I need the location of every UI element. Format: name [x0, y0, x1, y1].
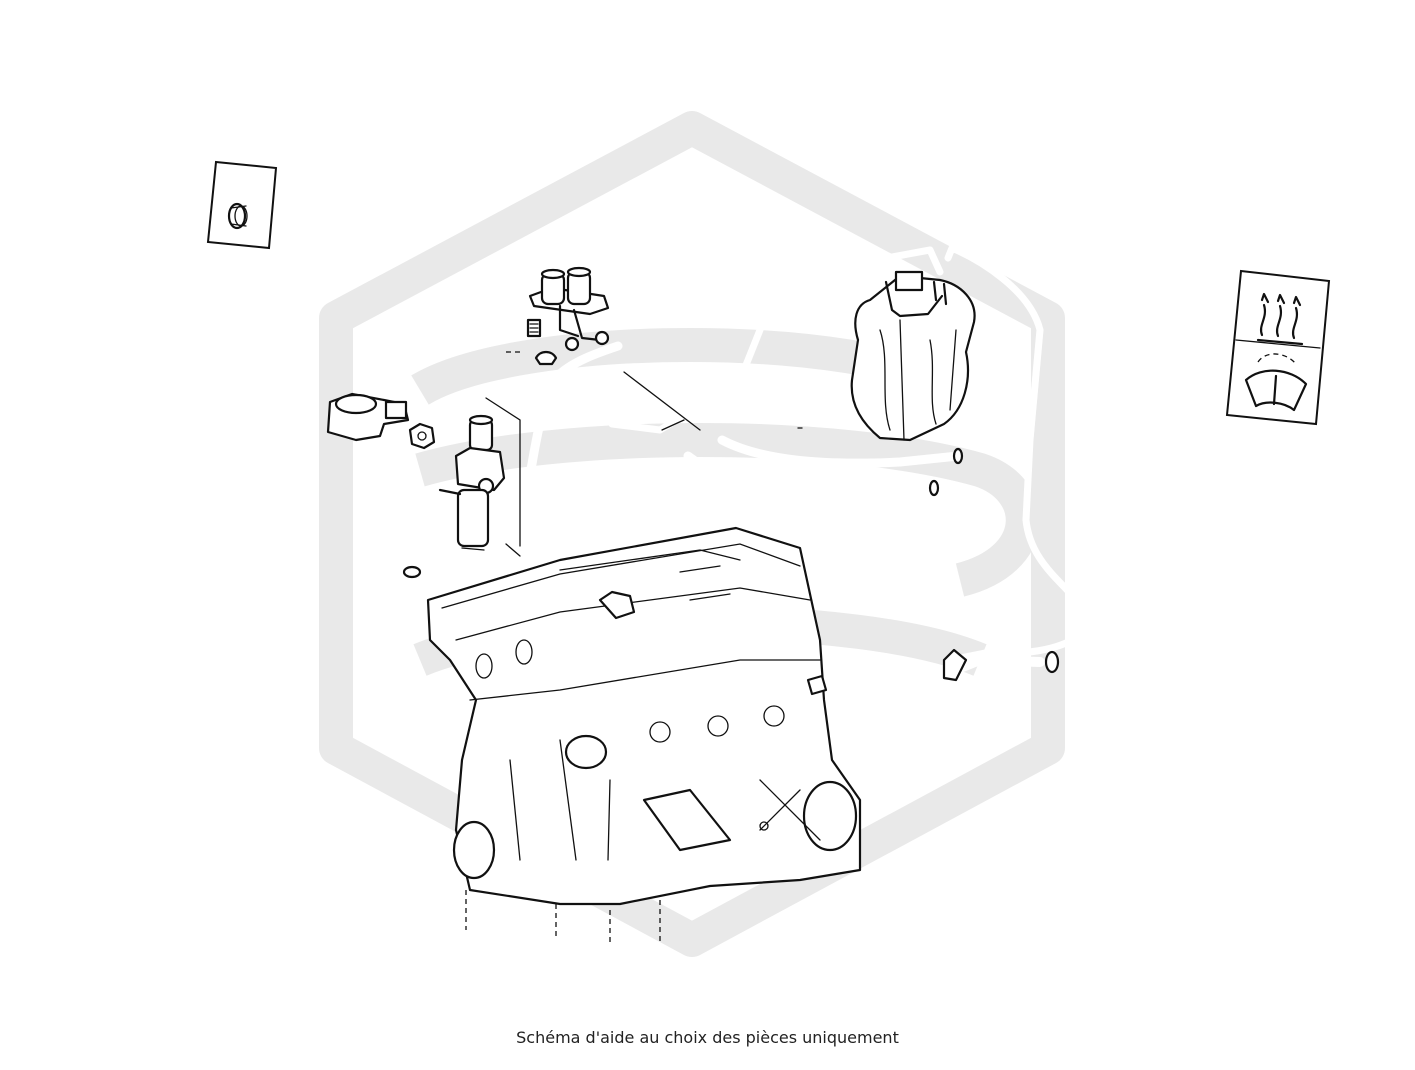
twin-solenoid-valve[interactable] — [526, 266, 610, 352]
hose-valve-to-pump[interactable] — [515, 341, 623, 535]
hose-clamp-icon — [227, 202, 248, 230]
expansion-tank[interactable] — [850, 270, 976, 442]
leader-lines — [505, 543, 521, 557]
windshield-washer-icon — [1244, 353, 1308, 412]
hose-lower-engine[interactable] — [835, 648, 1060, 714]
hose-pump-small[interactable] — [401, 501, 439, 579]
nut[interactable] — [408, 422, 436, 450]
hose-clamp-card[interactable] — [206, 160, 278, 250]
break-lines — [623, 371, 803, 431]
valve-cap[interactable] — [506, 350, 558, 366]
pump-bracket[interactable] — [326, 392, 410, 442]
hose-tank-return[interactable] — [944, 244, 1082, 662]
engine-block[interactable] — [426, 526, 862, 944]
hose-valve-long-loop[interactable] — [598, 246, 944, 434]
hose-heater-lower[interactable] — [683, 451, 940, 504]
auxiliary-water-pump[interactable] — [438, 397, 521, 551]
rear-window-heater-icon — [1256, 292, 1304, 346]
hose-heater-upper[interactable] — [717, 435, 964, 468]
diagram-caption: Schéma d'aide au choix des pièces unique… — [516, 1028, 899, 1047]
function-card[interactable] — [1225, 269, 1331, 426]
